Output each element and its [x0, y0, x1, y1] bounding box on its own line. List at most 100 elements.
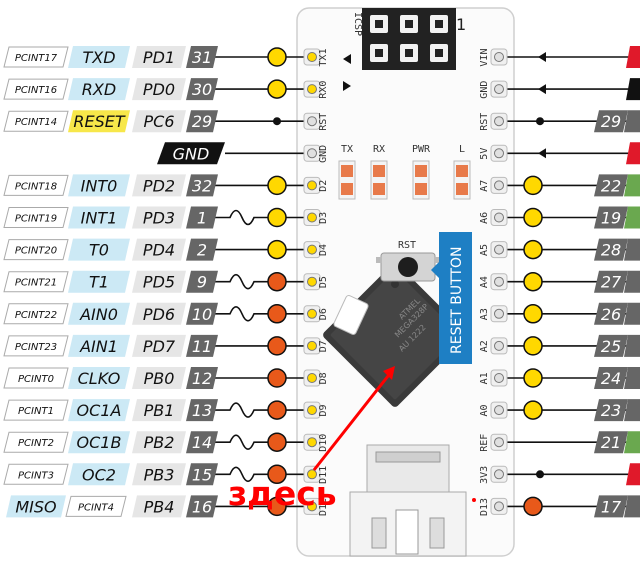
board-pin-label: RX0: [318, 81, 329, 99]
pin-number-text: 22: [601, 176, 621, 195]
icsp-pin1-label: 1: [456, 15, 466, 34]
reset-banner-text: RESET BUTTON: [449, 246, 465, 354]
led-label: L: [459, 144, 465, 155]
pcint-tag: PCINT23: [3, 335, 69, 357]
func-tag-text: RESET: [73, 112, 125, 131]
pin-number-text: 28: [601, 241, 621, 260]
board-pin-label: REF: [479, 434, 490, 452]
port-tag: PD0: [132, 78, 186, 101]
func-tag: OC1B: [68, 431, 130, 454]
pin-number: 16: [186, 495, 218, 518]
pin-dot: [523, 271, 543, 292]
pin-number: 10: [186, 302, 218, 325]
port-tag: PD1: [132, 46, 186, 68]
board-pin-label: A6: [479, 212, 490, 224]
board-pin-label: D3: [318, 212, 329, 224]
func-tag-text: MISO: [15, 497, 56, 516]
pin-dot: [523, 400, 543, 420]
func-tag: INT1: [68, 206, 130, 229]
pcint-tag-text: PCINT21: [15, 278, 57, 289]
board-pin-label: D13: [479, 498, 490, 516]
pin-number: 29: [186, 110, 218, 133]
right-pin-row: [500, 142, 640, 165]
pin-number: 32: [186, 174, 218, 197]
func-tag-text: T0: [89, 241, 109, 260]
pin-number: 1: [186, 206, 218, 229]
right-pin-row: 28: [500, 238, 640, 261]
board-pin-label: A5: [479, 244, 490, 256]
pcint-tag-text: PCINT0: [18, 374, 54, 385]
pin-number-text: 15: [192, 465, 212, 484]
func-tag: RXD: [68, 78, 130, 101]
pin-dot: [267, 304, 287, 324]
pin-number: 26: [594, 302, 628, 325]
right-pin-row: 25: [500, 334, 640, 357]
reset-button[interactable]: [376, 252, 440, 282]
pin-dot: [267, 336, 287, 356]
pcint-tag-text: PCINT3: [18, 470, 54, 481]
pin-number-text: 23: [601, 401, 621, 420]
right-pin-row: 19: [500, 206, 640, 229]
pin-dot: [523, 336, 543, 356]
icsp-header: [362, 8, 456, 70]
port-tag-text: PD4: [143, 241, 175, 260]
right-pin-row: 24: [500, 367, 640, 389]
port-tag-text: PD1: [143, 48, 175, 67]
pin-number: 12: [186, 367, 218, 389]
pcint-tag: PCINT16: [3, 78, 69, 100]
pin-number-text: 29: [601, 112, 621, 131]
annotation-text: здесь: [228, 474, 337, 513]
func-tag-text: OC2: [82, 465, 116, 484]
pin-number-text: 11: [192, 337, 212, 356]
pin-dot: [523, 368, 543, 388]
led: [456, 165, 468, 177]
pin-number-text: 9: [197, 273, 207, 292]
pcint-tag: PCINT0: [3, 367, 69, 389]
pin-number: 14: [186, 431, 218, 454]
port-tag-text: PB4: [144, 497, 175, 516]
board-pin-label: D7: [318, 340, 329, 352]
pin-number-text: 19: [601, 209, 621, 228]
func-tag: TXD: [68, 46, 130, 68]
pin-number: 21: [594, 431, 628, 454]
board-pin-label: GND: [479, 81, 490, 99]
board-pin-label: D11: [318, 466, 329, 484]
board-pin-label: A1: [479, 372, 490, 384]
board-pin-label: D2: [318, 180, 329, 192]
led: [415, 165, 427, 177]
port-tag: PC6: [132, 110, 186, 133]
right-pin-row: 27: [500, 270, 640, 293]
board-pin-label: D8: [318, 372, 329, 384]
board-pin-label: 3V3: [479, 466, 490, 484]
pin-number: 13: [186, 399, 218, 422]
pin-number: 22: [594, 174, 628, 197]
port-tag: PB2: [132, 431, 186, 454]
pcint-tag: PCINT3: [3, 463, 69, 485]
pin-dot: [267, 432, 287, 452]
port-tag-text: PB1: [144, 401, 175, 420]
pin-number: 9: [186, 270, 218, 293]
pcint-tag: PCINT22: [3, 303, 69, 325]
pin-number: 25: [594, 334, 628, 357]
pin-dot: [523, 496, 543, 517]
annotation-dot: [472, 498, 476, 502]
reset-banner: [431, 232, 472, 364]
pin-number: 2: [186, 238, 218, 261]
board-pin-label: A3: [479, 308, 490, 320]
pin-number-text: 2: [197, 241, 207, 260]
port-tag: PB0: [132, 367, 186, 389]
right-pin-row: 17: [500, 495, 640, 518]
pin-dot: [267, 400, 287, 420]
func-tag: AIN0: [68, 302, 130, 325]
port-tag-text: PC6: [144, 112, 175, 131]
gnd-tag-text: GND: [173, 144, 210, 163]
pin-number-text: 14: [192, 433, 212, 452]
port-tag: PB4: [132, 495, 186, 518]
annotation-arrow: [312, 366, 395, 471]
